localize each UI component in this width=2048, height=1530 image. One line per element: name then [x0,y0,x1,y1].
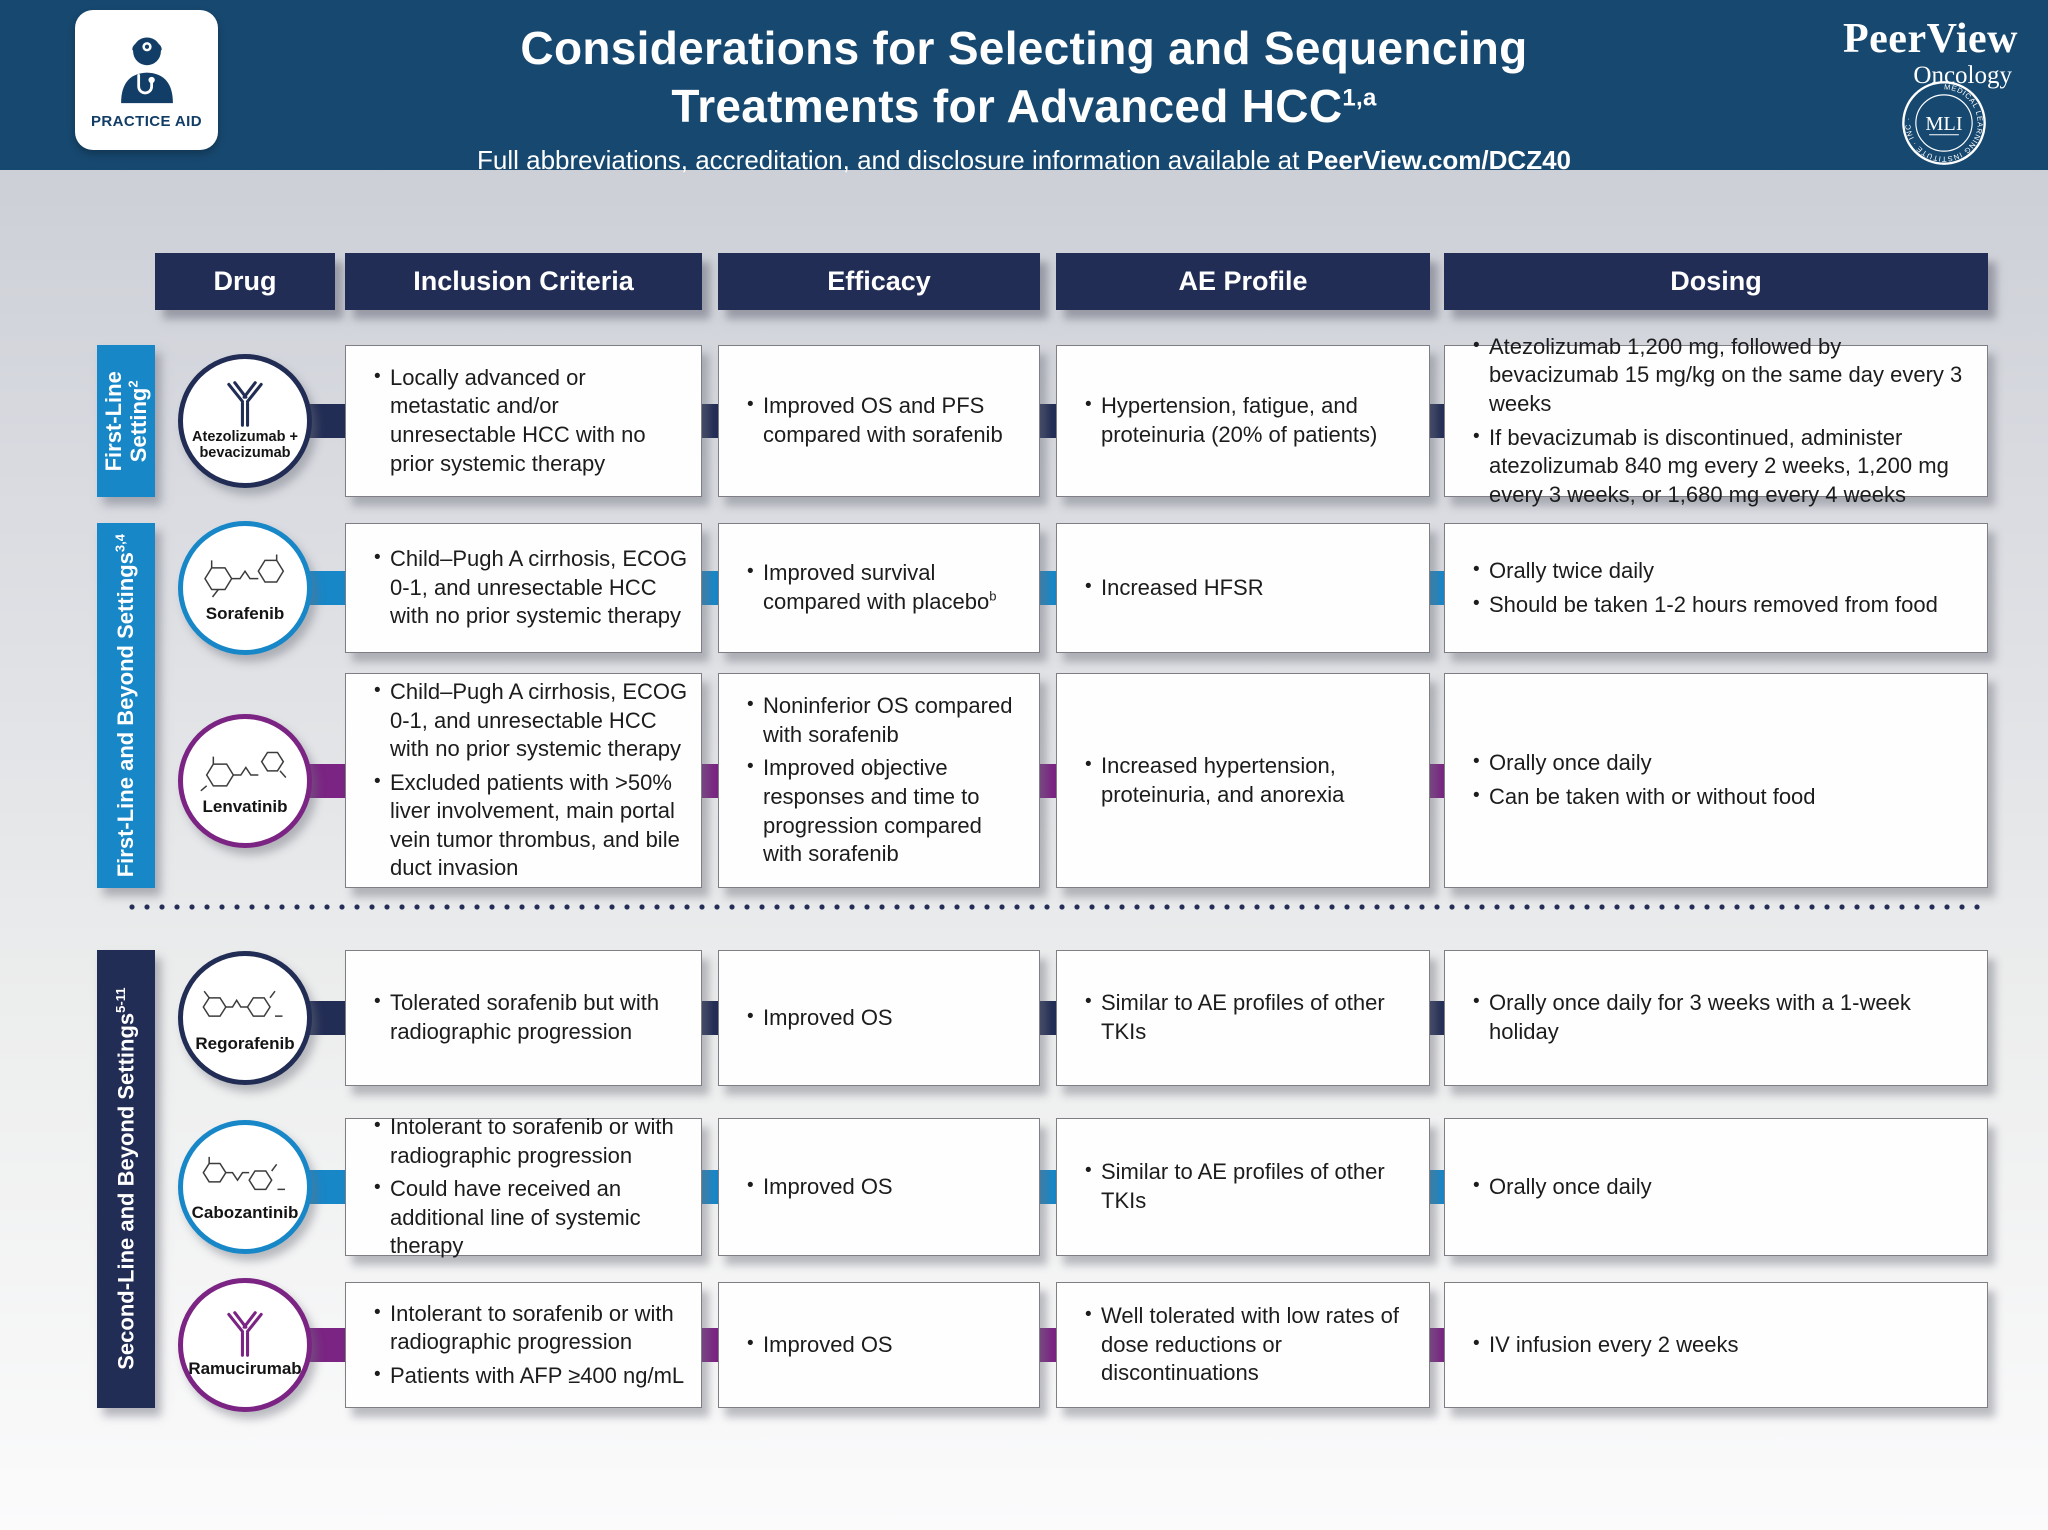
bullet: Should be taken 1-2 hours removed from f… [1473,591,1938,620]
section-divider-dotted [128,903,1988,911]
column-header-drug: Drug [155,253,335,310]
bullet: Improved OS [747,1331,893,1360]
dosing-cell: IV infusion every 2 weeks [1444,1282,1988,1408]
bullet: Improved OS [747,1173,893,1202]
drug-badge: Lenvatinib [178,713,312,848]
bullet: Locally advanced or metastatic and/or un… [374,364,689,478]
dosing-cell: Orally once daily [1444,1118,1988,1256]
title-line-2: Treatments for Advanced HCC1,a [671,79,1377,132]
antibody-icon [227,1311,263,1357]
bullet: Increased hypertension, proteinuria, and… [1085,752,1417,809]
dosing-cell: Orally once daily for 3 weeks with a 1-w… [1444,950,1988,1086]
brand-name: PeerView [1843,16,2018,62]
bullet: Orally once daily [1473,749,1816,778]
subtitle: Full abbreviations, accreditation, and d… [324,145,1724,176]
ae-profile-cell: Well tolerated with low rates of dose re… [1056,1282,1430,1408]
bullet: Improved survival compared with placebob [747,559,1027,616]
bullet: Excluded patients with >50% liver involv… [374,769,689,883]
efficacy-cell: Improved OS and PFS compared with sorafe… [718,345,1040,497]
table-row: Atezolizumab +bevacizumab Locally advanc… [97,334,1988,507]
dosing-cell: Atezolizumab 1,200 mg, followed by bevac… [1444,334,1988,507]
bullet: Orally once daily for 3 weeks with a 1-w… [1473,989,1975,1046]
bullet: If bevacizumab is discontinued, administ… [1473,424,1975,510]
molecule-icon [200,751,287,792]
page-title: Considerations for Selecting and Sequenc… [324,20,1724,176]
title-superscript: 1,a [1342,84,1377,112]
drug-badge: Regorafenib [178,951,312,1085]
bullet: Well tolerated with low rates of dose re… [1085,1302,1417,1388]
efficacy-cell: Improved OS [718,1118,1040,1256]
inclusion-cell: Intolerant to sorafenib or with radiogra… [345,1114,702,1258]
bullet: Child–Pugh A cirrhosis, ECOG 0-1, and un… [374,545,689,631]
molecule-icon [202,990,283,1018]
molecule-icon [204,554,285,598]
table-row: Regorafenib Tolerated sorafenib but with… [97,950,1988,1086]
bullet: Orally once daily [1473,1173,1652,1202]
ae-profile-cell: Hypertension, fatigue, and proteinuria (… [1056,345,1430,497]
bullet: Improved objective responses and time to… [747,754,1027,868]
bullet: IV infusion every 2 weeks [1473,1331,1738,1360]
ae-profile-cell: Similar to AE profiles of other TKIs [1056,1118,1430,1256]
inclusion-cell: Locally advanced or metastatic and/or un… [345,345,702,497]
drug-badge: Atezolizumab +bevacizumab [178,354,312,488]
efficacy-cell: Noninferior OS compared with sorafenib I… [718,673,1040,888]
treatment-table: Drug Inclusion Criteria Efficacy AE Prof… [97,253,1988,1413]
bullet: Atezolizumab 1,200 mg, followed by bevac… [1473,333,1975,419]
column-header-ae: AE Profile [1056,253,1430,310]
column-header-dosing: Dosing [1444,253,1988,310]
column-header-inclusion: Inclusion Criteria [345,253,702,310]
bullet: Increased HFSR [1085,574,1264,603]
table-row: Lenvatinib Child–Pugh A cirrhosis, ECOG … [97,673,1988,888]
doctor-icon [120,36,173,103]
inclusion-cell: Child–Pugh A cirrhosis, ECOG 0-1, and un… [345,673,702,888]
ae-profile-cell: Increased HFSR [1056,523,1430,653]
ae-profile-cell: Similar to AE profiles of other TKIs [1056,950,1430,1086]
group-label-first-line-and-beyond: First-Line and Beyond Settings3,4 [97,523,155,888]
bullet: Orally twice daily [1473,557,1938,586]
inclusion-cell: Child–Pugh A cirrhosis, ECOG 0-1, and un… [345,523,702,653]
mli-seal-icon: MEDICAL LEARNING INSTITUTE · INC · MLI [1902,81,1986,165]
bullet: Could have received an additional line o… [374,1175,689,1261]
group-label-second-line-and-beyond: Second-Line and Beyond Settings5-11 [97,950,155,1408]
peerview-link[interactable]: PeerView.com/DCZ40 [1306,145,1572,175]
dosing-cell: Orally once daily Can be taken with or w… [1444,673,1988,888]
dosing-cell: Orally twice daily Should be taken 1-2 h… [1444,523,1988,653]
drug-badge: Sorafenib [178,521,312,655]
bullet: Intolerant to sorafenib or with radiogra… [374,1300,689,1357]
header-band: Considerations for Selecting and Sequenc… [0,0,2048,175]
practice-aid-label: PRACTICE AID [91,112,202,130]
subtitle-text: Full abbreviations, accreditation, and d… [476,145,1307,175]
drug-badge: Cabozantinib [178,1120,312,1254]
inclusion-cell: Tolerated sorafenib but with radiographi… [345,950,702,1086]
drug-badge: Ramucirumab [178,1278,312,1412]
table-row: Ramucirumab Intolerant to sorafenib or w… [97,1278,1988,1412]
efficacy-cell: Improved OS [718,950,1040,1086]
efficacy-cell: Improved survival compared with placebob [718,523,1040,653]
bullet: Hypertension, fatigue, and proteinuria (… [1085,392,1417,449]
bullet: Improved OS and PFS compared with sorafe… [747,392,1027,449]
practice-aid-badge: PRACTICE AID [75,10,218,150]
inclusion-cell: Intolerant to sorafenib or with radiogra… [345,1282,702,1408]
table-row: Cabozantinib Intolerant to sorafenib or … [97,1114,1988,1258]
svg-text:MLI: MLI [1925,113,1962,135]
bullet: Similar to AE profiles of other TKIs [1085,989,1417,1046]
efficacy-cell: Improved OS [718,1282,1040,1408]
brand-logo: PeerView Oncology [1778,18,2018,90]
column-header-efficacy: Efficacy [718,253,1040,310]
bullet: Tolerated sorafenib but with radiographi… [374,989,689,1046]
bullet: Noninferior OS compared with sorafenib [747,692,1027,749]
ae-profile-cell: Increased hypertension, proteinuria, and… [1056,673,1430,888]
antibody-icon [227,380,263,427]
bullet: Intolerant to sorafenib or with radiogra… [374,1113,689,1170]
table-row: Sorafenib Child–Pugh A cirrhosis, ECOG 0… [97,521,1988,655]
molecule-icon [202,1156,285,1191]
bullet: Improved OS [747,1004,893,1033]
bullet: Similar to AE profiles of other TKIs [1085,1158,1417,1215]
bullet: Patients with AFP ≥400 ng/mL [374,1362,689,1391]
title-line-1: Considerations for Selecting and Sequenc… [520,22,1528,74]
bullet: Can be taken with or without food [1473,783,1816,812]
bullet: Child–Pugh A cirrhosis, ECOG 0-1, and un… [374,678,689,764]
